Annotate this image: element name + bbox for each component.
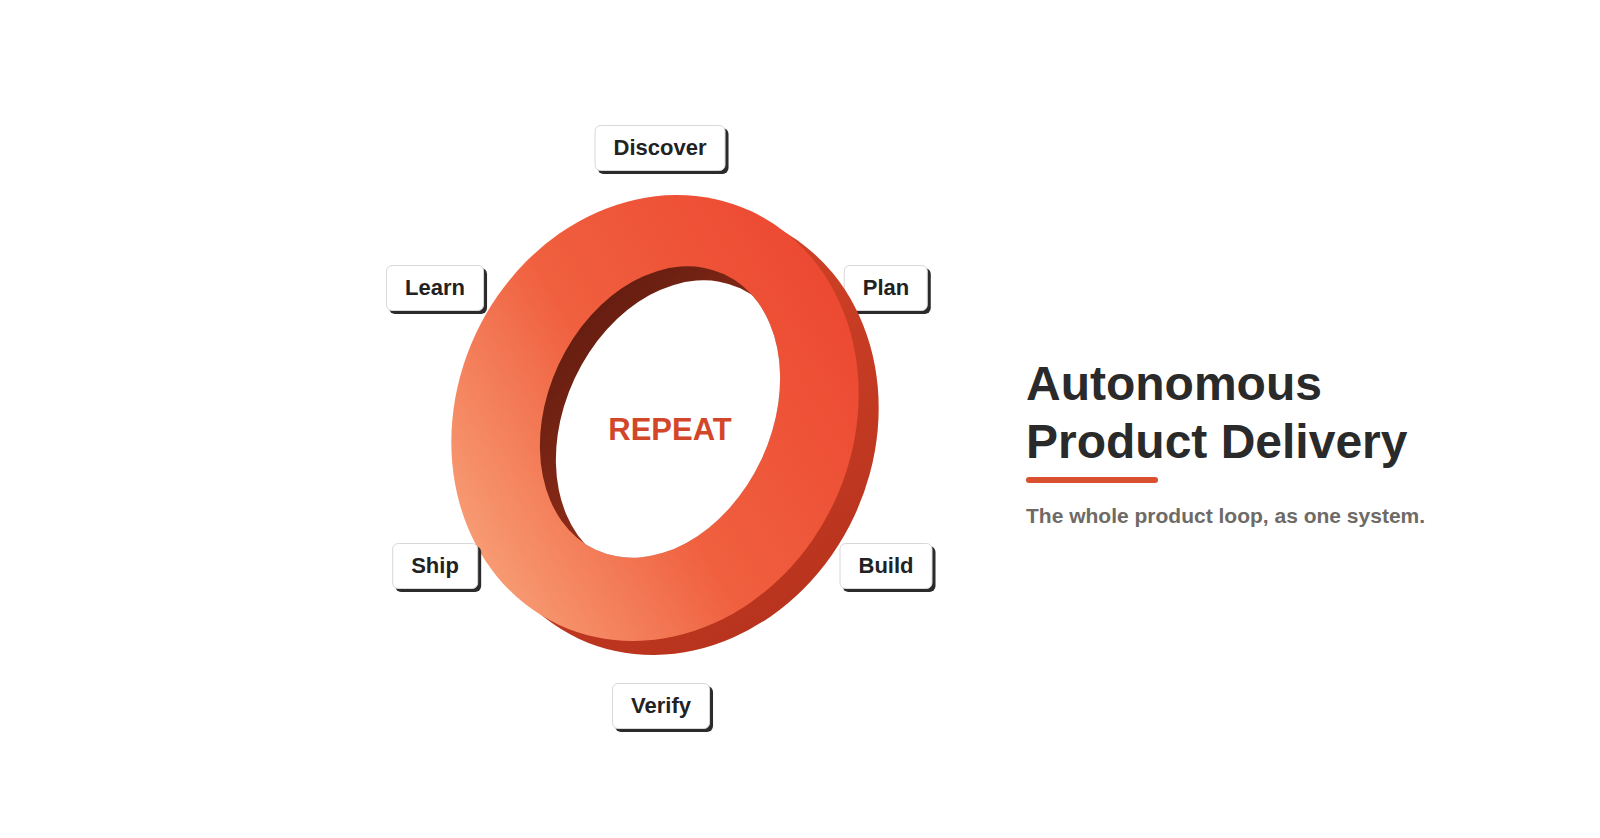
stage-label: Ship (411, 553, 459, 579)
ring-hole (420, 180, 920, 680)
stage-label: Build (859, 553, 914, 579)
title-underline (1026, 477, 1158, 483)
stage-label-box: Discover (595, 125, 726, 171)
stage-label: Plan (863, 275, 909, 301)
stage-label-box: Build (840, 543, 933, 589)
stage-label: Discover (614, 135, 707, 161)
ring-face (420, 180, 920, 680)
diagram-caption: The whole product loop, as one system. (1026, 503, 1546, 528)
stage-label-box: Learn (386, 265, 484, 311)
stage-label: Verify (631, 693, 691, 719)
ring-inner-wall (420, 180, 920, 680)
stage-label-box: Verify (612, 683, 710, 729)
stage-label-box: Plan (844, 265, 928, 311)
stage-label-box: Ship (392, 543, 478, 589)
loop-ring: REPEAT (420, 180, 920, 680)
diagram-title: Autonomous Product Delivery (1026, 355, 1456, 470)
stage-label: Learn (405, 275, 465, 301)
center-label: REPEAT (420, 412, 920, 448)
